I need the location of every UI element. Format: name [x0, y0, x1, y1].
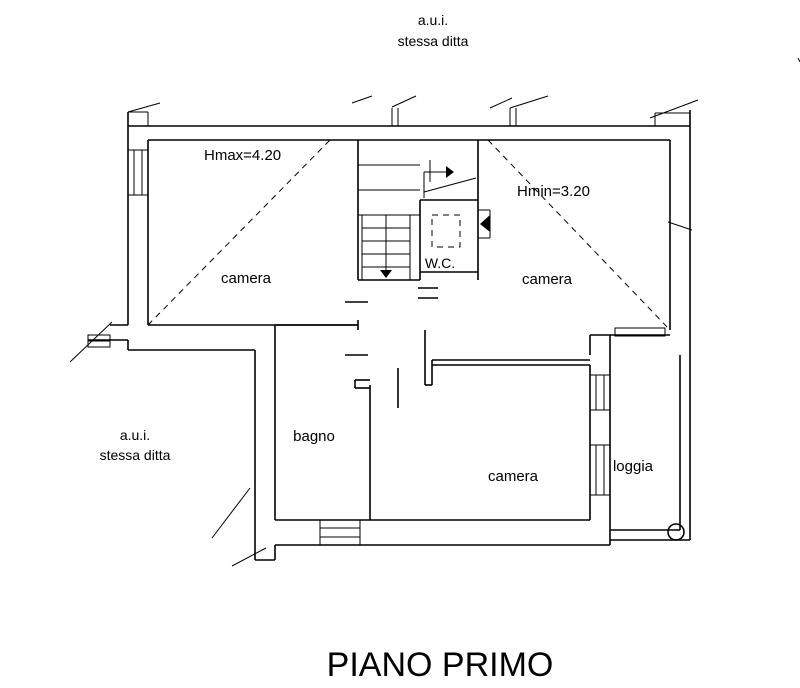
height-min-label: Hmin=3.20	[517, 183, 590, 200]
interior-walls	[275, 140, 590, 520]
neighbor-top-line2: stessa ditta	[398, 33, 469, 49]
room-label-camera-left: camera	[221, 270, 272, 287]
wall-ticks	[69, 57, 800, 567]
neighbor-top-line1: a.u.i.	[418, 12, 448, 28]
staircase	[358, 160, 477, 280]
outer-walls	[88, 110, 691, 561]
neighbor-left-line1: a.u.i.	[120, 427, 150, 443]
room-label-camera-bottom: camera	[488, 468, 539, 485]
room-label-camera-right: camera	[522, 271, 573, 288]
plan-title: PIANO PRIMO	[327, 646, 554, 684]
height-max-label: Hmax=4.20	[204, 147, 281, 164]
room-label-loggia: loggia	[613, 458, 654, 475]
roof-slope-lines	[147, 139, 671, 331]
wc-fixture	[431, 209, 491, 248]
neighbor-left-line2: stessa ditta	[100, 447, 171, 463]
windows	[87, 149, 685, 546]
room-label-bagno: bagno	[293, 428, 335, 445]
room-label-wc: W.C.	[425, 255, 455, 271]
